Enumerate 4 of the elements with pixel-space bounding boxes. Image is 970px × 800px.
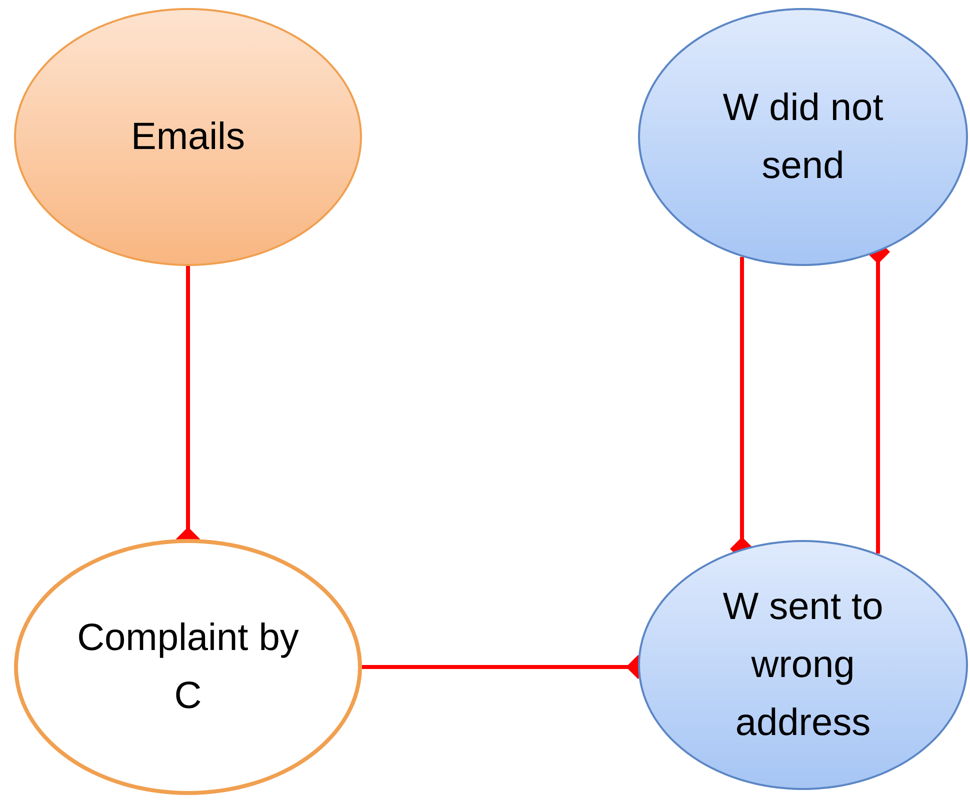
node-label: Complaint by C xyxy=(76,616,300,719)
node-label: W sent to wrong address xyxy=(722,585,884,746)
node-label: Emails xyxy=(130,115,246,160)
node-label: W did not send xyxy=(722,86,884,189)
